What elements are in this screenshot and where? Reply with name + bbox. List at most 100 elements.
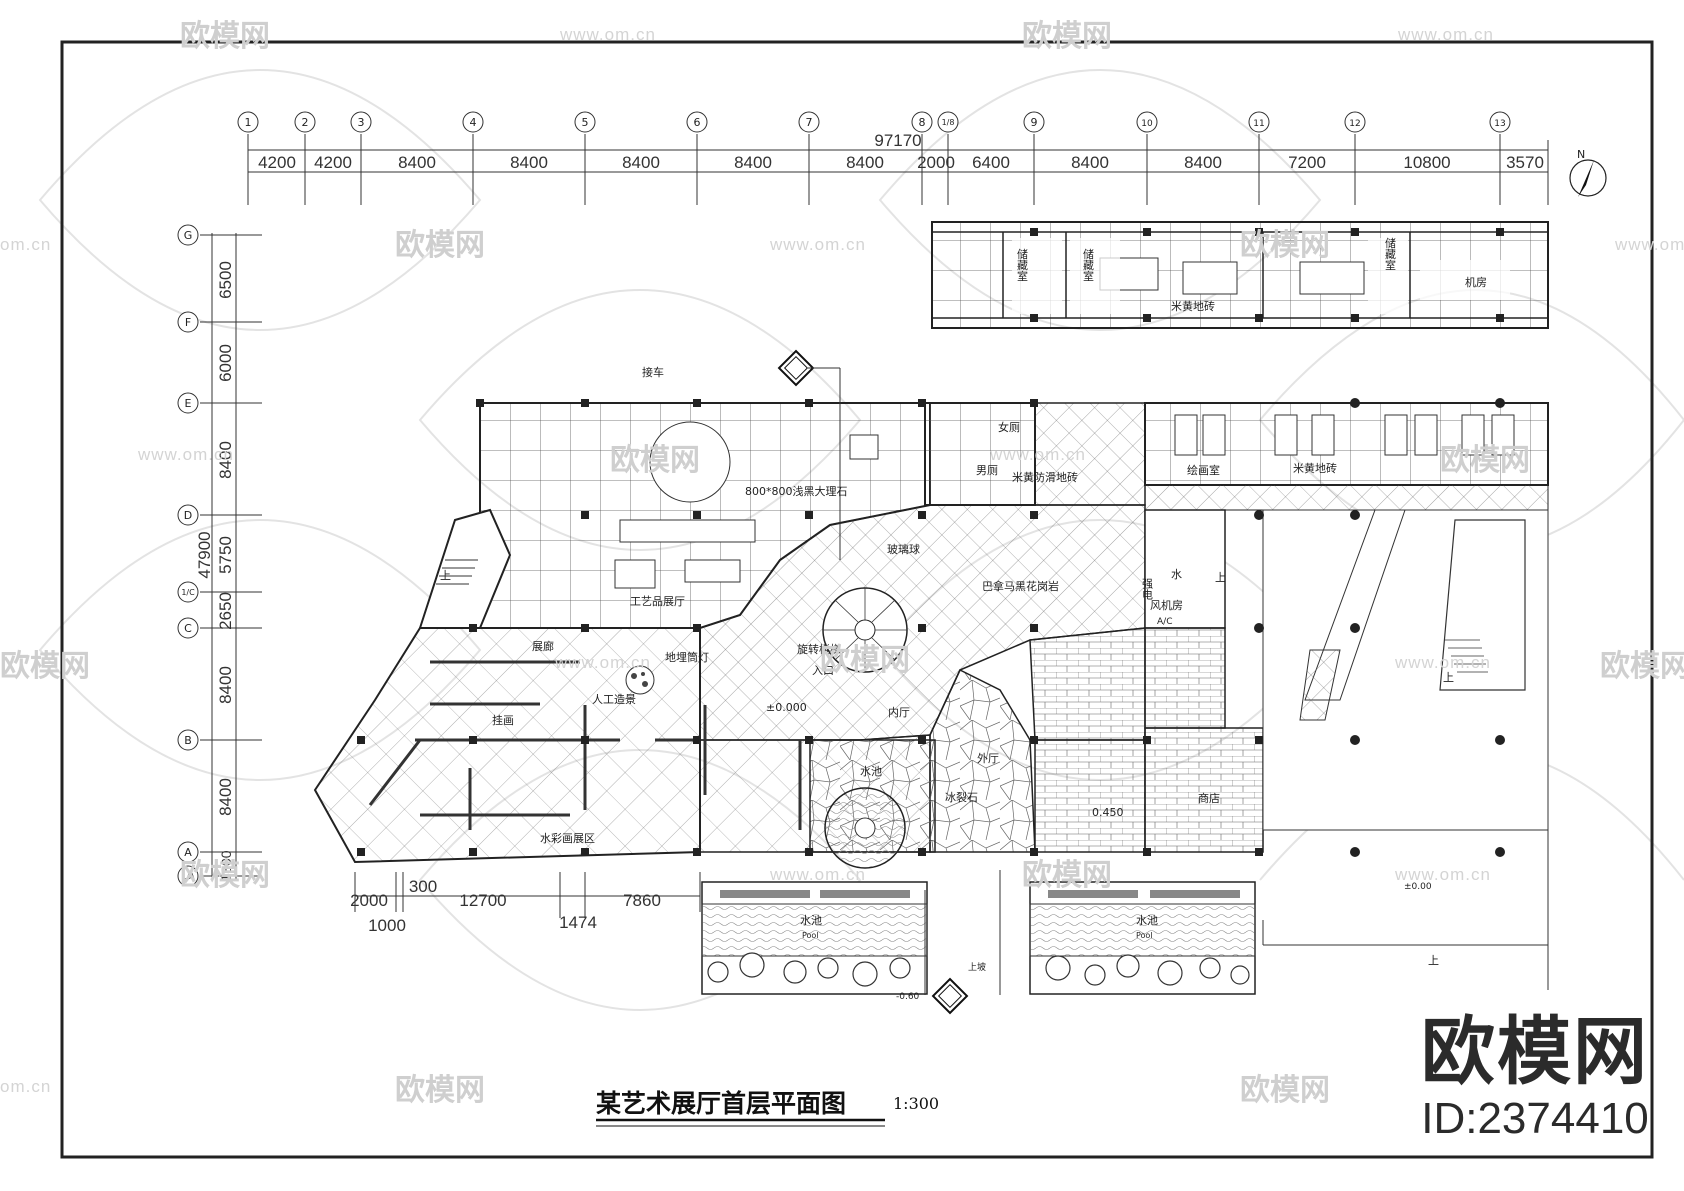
top-dimension-chain [247, 134, 1549, 205]
axis-col-label: 5 [582, 116, 589, 129]
dim-text: 1800 [218, 850, 234, 881]
room-label: 储藏室 [1016, 247, 1029, 281]
axis-row-label: F [185, 316, 191, 329]
left-axis-bubbles [177, 224, 199, 887]
dim-text: 7200 [1288, 153, 1326, 172]
drawing-title-block: 某艺术展厅首层平面图 1:300 [596, 1089, 939, 1127]
axis-col-label: 4 [470, 116, 477, 129]
dim-text: 8400 [846, 153, 884, 172]
dim-text: 7860 [623, 891, 661, 910]
display-case [849, 434, 879, 460]
dim-text: 2650 [216, 592, 235, 630]
dim-text: 1000 [368, 916, 406, 935]
axis-col-label: 13 [1494, 119, 1505, 129]
pool-fountain-icon [824, 787, 906, 869]
north-label: N [1577, 148, 1585, 161]
north-arrow-icon: N [1569, 148, 1607, 197]
dim-text: 8400 [622, 153, 660, 172]
ramp [924, 870, 1001, 995]
watermark-url: www.om.cn [554, 653, 651, 672]
drawing-frame [60, 40, 1654, 1159]
label-pool-right: 水池 [1136, 914, 1158, 927]
axis-col-label: 7 [806, 116, 813, 129]
dim-text: 4200 [258, 153, 296, 172]
brand-logo-text: 欧模网 [1421, 1009, 1649, 1095]
dim-text: 4200 [314, 153, 352, 172]
drawing-title: 某艺术展厅首层平面图 [596, 1089, 846, 1118]
dim-text: 8400 [216, 441, 235, 479]
artificial-landscape-icon [625, 665, 655, 695]
watermark-text: 欧模网 [1022, 19, 1112, 54]
label-up: 上 [1428, 954, 1439, 967]
axis-row-label: 1/A [181, 872, 195, 881]
watermark-text: 欧模网 [1022, 858, 1112, 893]
spiral-stair-icon [822, 587, 908, 673]
watermark-text: 欧模网 [0, 649, 90, 684]
watermark-url: www.om.cn [137, 445, 234, 464]
watermark-url: www.om.cn [1394, 865, 1491, 884]
axis-col-label: 11 [1253, 119, 1264, 129]
watermark-text: 欧模网 [1600, 649, 1684, 684]
dim-text: 300 [409, 877, 437, 896]
dim-text: 8400 [510, 153, 548, 172]
label-pool-left: 水池 [800, 914, 822, 927]
watermark-text: 欧模网 [1240, 1073, 1330, 1108]
label-painting-room: 绘画室 [1187, 463, 1220, 477]
label-pickup: 接车 [642, 365, 664, 379]
display-case [614, 559, 656, 589]
watermark-url: www.om.cn [1614, 235, 1684, 254]
axis-col-label: 6 [694, 116, 701, 129]
dim-text: 6500 [216, 261, 235, 299]
watermark-text: 欧模网 [180, 19, 270, 54]
display-round-table [649, 421, 731, 503]
watermark-url: www.om.cn [989, 445, 1086, 464]
dim-text: 8400 [734, 153, 772, 172]
storage-wing [931, 221, 1549, 329]
label-up: 上 [440, 569, 451, 582]
front-pools [701, 881, 1256, 995]
label-marble: 800*800浅黑大理石 [745, 484, 848, 498]
label-beige-tile: 米黄地砖 [1293, 461, 1337, 475]
room-label: 储藏室 [1082, 247, 1095, 281]
label-level-neg: -0.60 [896, 992, 920, 1002]
label-inner-hall: 内厅 [888, 705, 910, 719]
watermark-url: www.om.cn [559, 25, 656, 44]
label-strong-elec: 强电 [1141, 578, 1154, 600]
label-glass-ball: 玻璃球 [887, 542, 920, 556]
display-partitions [368, 660, 802, 830]
axis-col-label: 1 [245, 116, 252, 129]
dim-text: 10800 [1403, 153, 1450, 172]
dim-text: 8400 [1184, 153, 1222, 172]
label-level-right: ±0.00 [1404, 882, 1432, 892]
label-level-zero: ±0.000 [766, 701, 807, 714]
bottom-dimension-chain [354, 872, 701, 918]
dim-text: 8400 [1071, 153, 1109, 172]
watermark-url: www.om.cn [769, 235, 866, 254]
axis-row-label: A [184, 846, 192, 859]
label-level-0450: 0.450 [1092, 806, 1124, 819]
watermark-text: 欧模网 [820, 643, 910, 678]
label-floor-light: 地埋筒灯 [665, 650, 709, 664]
label-up: 上 [1215, 571, 1226, 584]
label-spiral-stair: 旋转楼梯 [797, 642, 841, 656]
dim-text: 1474 [559, 913, 597, 932]
display-case [684, 559, 741, 583]
label-up: 上 [1443, 671, 1454, 684]
overall-depth-dim: 47900 [195, 531, 214, 578]
dim-text: 8400 [216, 666, 235, 704]
axis-col-label: 2 [302, 116, 309, 129]
dim-text: 5750 [216, 536, 235, 574]
watermark-url: om.cn [0, 235, 51, 254]
watermark-text: 欧模网 [395, 228, 485, 263]
dim-text: 12700 [459, 891, 506, 910]
room-label: 米黄地砖 [1171, 299, 1215, 313]
axis-row-label: 1/C [181, 588, 195, 597]
label-artificial: 人工造景 [592, 692, 636, 706]
label-hanging: 挂画 [492, 713, 514, 727]
overall-width-dim: 97170 [874, 131, 921, 150]
label-mens-wc: 男厕 [976, 464, 998, 477]
model-id: ID:2374410 [1421, 1094, 1649, 1143]
label-watercolor: 水彩画展区 [540, 832, 595, 845]
dim-text: 2000 [350, 891, 388, 910]
